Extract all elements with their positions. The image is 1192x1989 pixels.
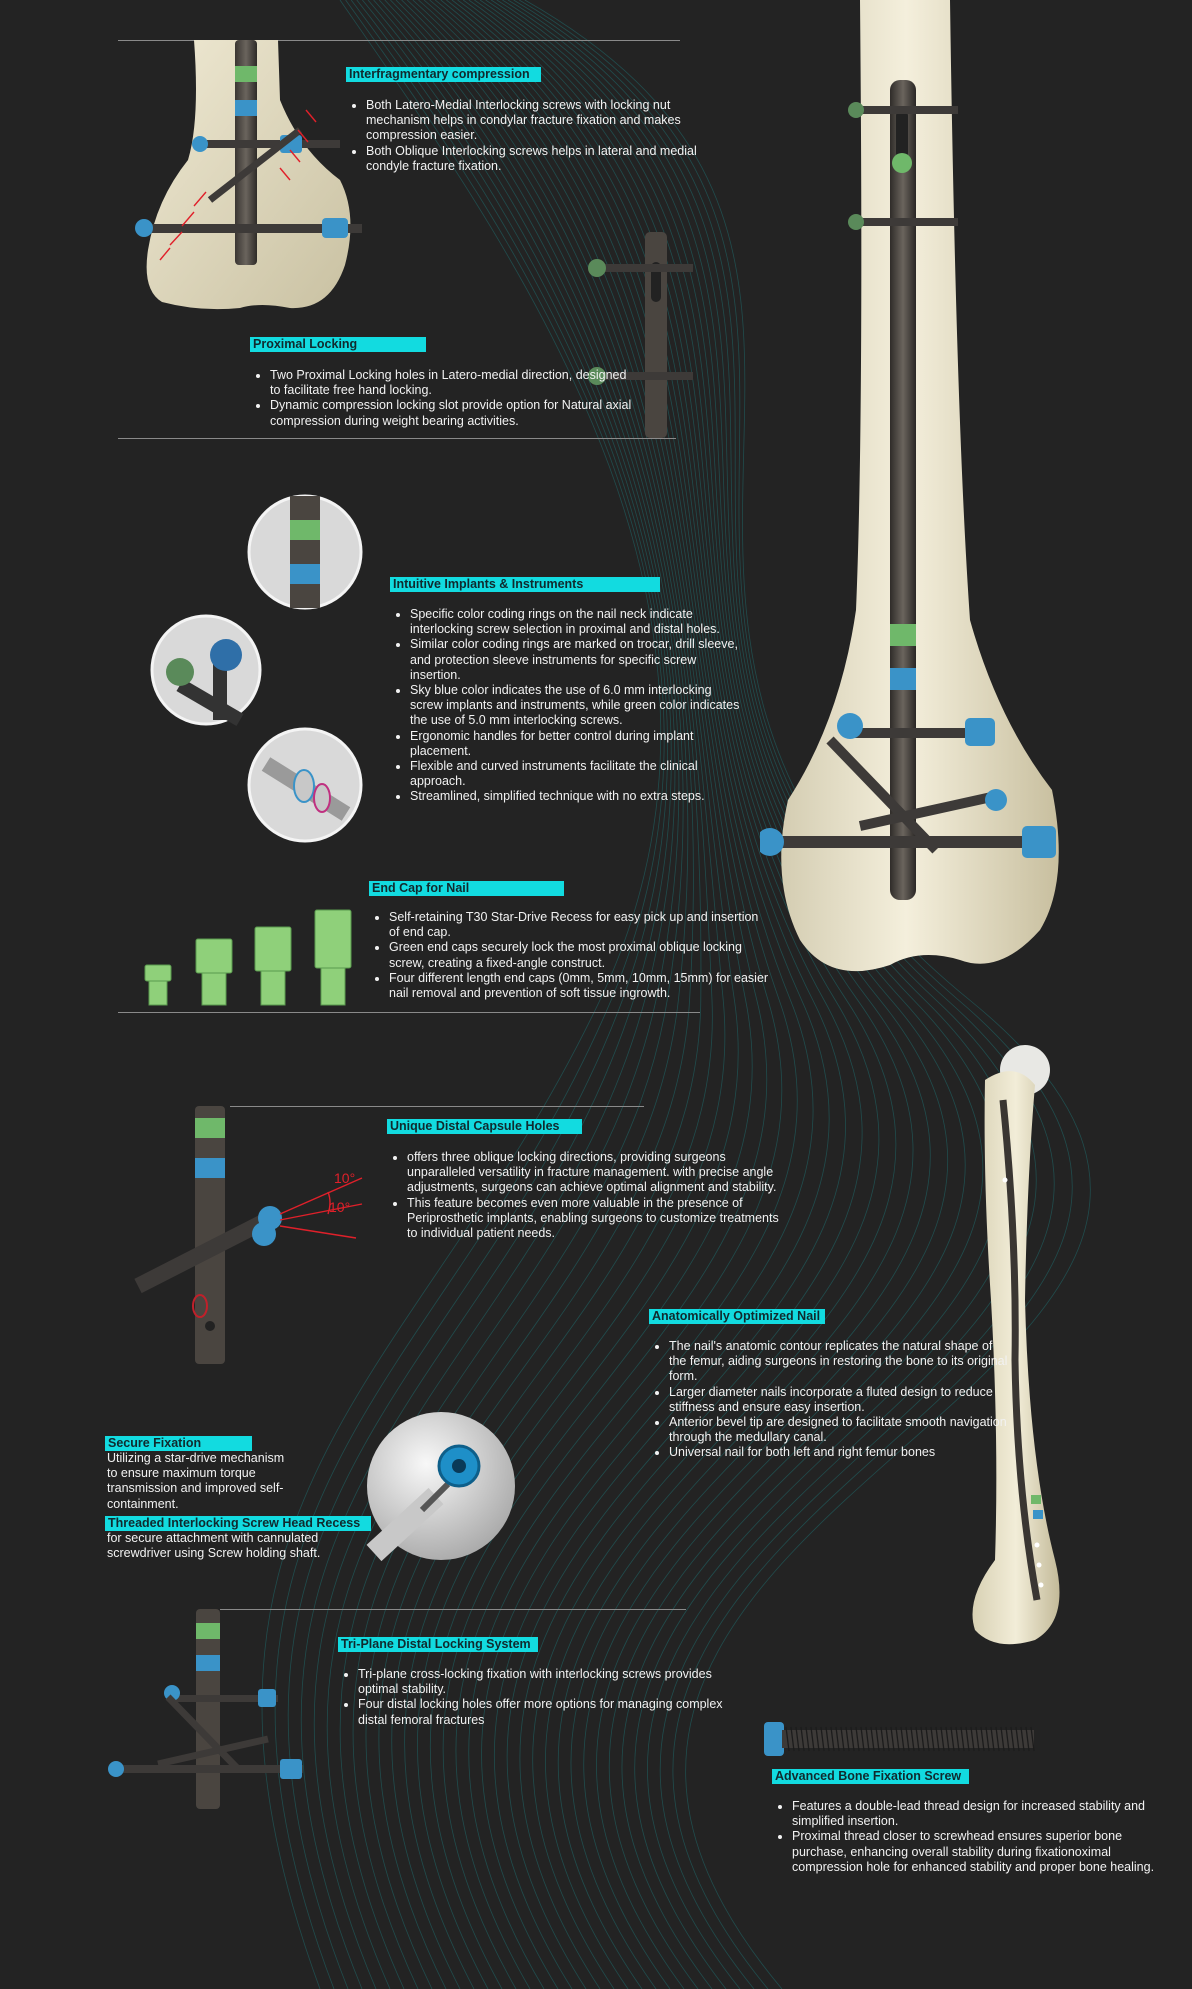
list-item: offers three oblique locking directions,… (407, 1150, 787, 1196)
nail-color-rings-closeup (247, 494, 363, 610)
list-item: Green end caps securely lock the most pr… (389, 940, 769, 970)
anatomic-title: Anatomically Optimized Nail (649, 1309, 825, 1324)
list-item: Four different length end caps (0mm, 5mm… (389, 971, 769, 1001)
proximal-locking-title: Proximal Locking (250, 337, 426, 352)
angle-label-top: 10° (334, 1170, 356, 1186)
secure-fixation-text: Utilizing a star-drive mechanism to ensu… (107, 1451, 285, 1511)
distal-capsule-holes-illustration (134, 1106, 363, 1364)
list-item: Two Proximal Locking holes in Latero-med… (270, 368, 640, 398)
screwdriver-screw-head-closeup (366, 1412, 515, 1562)
angle-label-bottom: 10° (329, 1199, 351, 1215)
list-item: Tri-plane cross-locking fixation with in… (358, 1667, 738, 1697)
anatomical-femur-illustration (972, 1045, 1060, 1645)
list-item: Dynamic compression locking slot provide… (270, 398, 640, 428)
bone-screw-title: Advanced Bone Fixation Screw (772, 1769, 969, 1784)
distal-femur-compression-illustration (135, 40, 362, 310)
list-item: Streamlined, simplified technique with n… (410, 789, 740, 804)
femur-with-nail-illustration (760, 0, 1059, 972)
threaded-recess-title: Threaded Interlocking Screw Head Recess (105, 1516, 371, 1531)
section-divider-top (118, 40, 680, 41)
bone-screw-bullets: Features a double-lead thread design for… (780, 1799, 1172, 1875)
list-item: The nail's anatomic contour replicates t… (669, 1339, 1009, 1385)
list-item: This feature becomes even more valuable … (407, 1196, 787, 1242)
secure-fixation-title: Secure Fixation (105, 1436, 252, 1451)
end-cap-bullets: Self-retaining T30 Star-Drive Recess for… (377, 910, 769, 1001)
list-item: Features a double-lead thread design for… (792, 1799, 1172, 1829)
anatomic-bullets: The nail's anatomic contour replicates t… (657, 1339, 1009, 1461)
interfragmentary-bullets: Both Latero-Medial Interlocking screws w… (354, 98, 726, 174)
triplane-locking-illustration (108, 1609, 303, 1809)
end-caps-illustration (144, 909, 352, 1006)
list-item: Self-retaining T30 Star-Drive Recess for… (389, 910, 769, 940)
section-divider (220, 1609, 686, 1610)
section-divider (230, 1106, 644, 1107)
triplane-bullets: Tri-plane cross-locking fixation with in… (346, 1667, 738, 1728)
list-item: Flexible and curved instruments facilita… (410, 759, 740, 789)
list-item: Anterior bevel tip are designed to facil… (669, 1415, 1009, 1445)
section-divider (118, 1012, 700, 1013)
proximal-nail-end-illustration (588, 232, 693, 438)
list-item: Both Latero-Medial Interlocking screws w… (366, 98, 726, 144)
distal-capsule-title: Unique Distal Capsule Holes (387, 1119, 582, 1134)
list-item: Specific color coding rings on the nail … (410, 607, 740, 637)
intuitive-bullets: Specific color coding rings on the nail … (398, 607, 740, 805)
intuitive-title: Intuitive Implants & Instruments (390, 577, 660, 592)
instrument-sleeve-closeup (247, 727, 363, 843)
end-cap-title: End Cap for Nail (369, 881, 564, 896)
list-item: Universal nail for both left and right f… (669, 1445, 1009, 1460)
list-item: Sky blue color indicates the use of 6.0 … (410, 683, 740, 729)
interfragmentary-title: Interfragmentary compression (346, 67, 541, 82)
section-divider (118, 438, 676, 439)
screw-heads-closeup (150, 614, 262, 727)
threaded-recess-text: for secure attachment with cannulated sc… (107, 1531, 321, 1561)
list-item: Similar color coding rings are marked on… (410, 637, 740, 683)
bone-fixation-screw-illustration (764, 1722, 1035, 1756)
list-item: Larger diameter nails incorporate a flut… (669, 1385, 1009, 1415)
list-item: Four distal locking holes offer more opt… (358, 1697, 738, 1727)
list-item: Ergonomic handles for better control dur… (410, 729, 740, 759)
proximal-locking-bullets: Two Proximal Locking holes in Latero-med… (258, 368, 640, 429)
triplane-title: Tri-Plane Distal Locking System (338, 1637, 538, 1652)
list-item: Both Oblique Interlocking screws helps i… (366, 144, 726, 174)
list-item: Proximal thread closer to screwhead ensu… (792, 1829, 1172, 1875)
distal-capsule-bullets: offers three oblique locking directions,… (395, 1150, 787, 1241)
